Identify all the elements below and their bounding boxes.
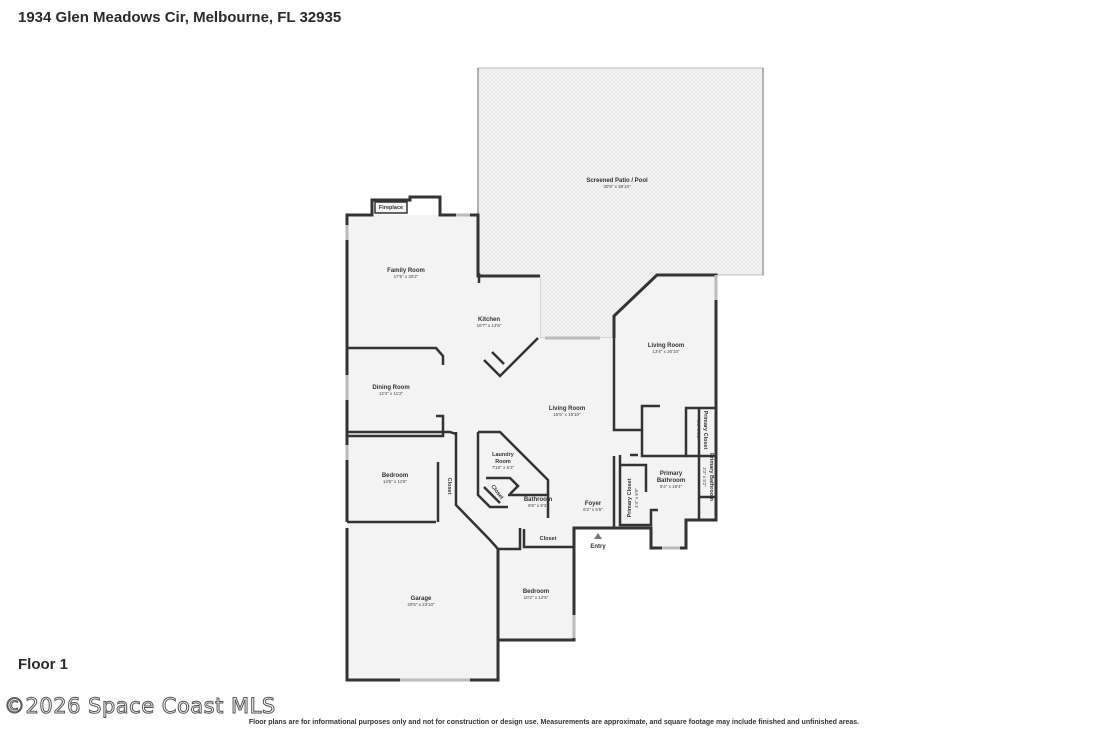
disclaimer: Floor plans are for informational purpos… (248, 719, 860, 726)
primary-closet-left-dim: 4'4" x 6'9" (634, 488, 639, 508)
bedroom-bottom-dim: 10'2" x 12'5" (524, 595, 549, 600)
bedroom-left-label: Bedroom (382, 473, 408, 479)
bedroom-left-dim: 14'6" x 11'6" (383, 479, 408, 484)
primary-closet-right-label: Primary Closet (702, 411, 708, 450)
primary-bathroom-small-dim: 3'3" x 5'2" (702, 467, 707, 487)
laundry-label-line1: Laundry (492, 452, 515, 458)
garage-label: Garage (411, 596, 432, 602)
fireplace-label: Fireplace (379, 205, 403, 211)
bathroom-label: Bathroom (524, 497, 552, 503)
primary-bathroom-label-line2: Bathroom (657, 478, 685, 484)
primary-bathroom-label-line1: Primary (660, 471, 683, 477)
entry-arrow-icon (594, 533, 602, 539)
family-room-label: Family Room (387, 268, 425, 274)
primary-closet-left-label: Primary Closet (627, 478, 633, 517)
primary-bathroom-small-label: Primary Bathroom (708, 453, 714, 501)
kitchen-label: Kitchen (478, 317, 500, 323)
kitchen-dim: 16'7" x 13'6" (477, 323, 502, 328)
primary-bathroom-dim: 9'4" x 19'4" (660, 484, 683, 489)
floor-label: Floor 1 (18, 656, 69, 673)
foyer-label: Foyer (585, 501, 602, 507)
closet-left-label: Closet (446, 478, 452, 495)
patio-dim: 30'9" x 36'10" (603, 184, 631, 189)
foyer-dim: 6'2" x 5'6" (583, 507, 603, 512)
page-title: 1934 Glen Meadows Cir, Melbourne, FL 329… (18, 9, 342, 26)
patio-label: Screened Patio / Pool (586, 178, 648, 184)
living-room-center-dim: 15'5" x 19'10" (553, 412, 581, 417)
garage-dim: 20'5" x 23'10" (407, 602, 435, 607)
watermark: ©2026 Space Coast MLS (4, 694, 276, 719)
laundry-label-line2: Room (495, 459, 511, 465)
primary-closet-right-dim: 3'3" x 8'2" (696, 420, 701, 440)
living-room-center-label: Living Room (549, 406, 585, 412)
interior-walls (347, 273, 716, 551)
interior-floor (347, 215, 716, 680)
dining-room-label: Dining Room (372, 385, 409, 391)
dining-room-dim: 12'4" x 11'2" (379, 391, 404, 396)
bathroom-dim: 8'6" x 8'3" (528, 503, 548, 508)
living-room-right-dim: 13'4" x 20'10" (652, 349, 680, 354)
fireplace (374, 201, 408, 214)
closet-bottom-label: Closet (540, 536, 557, 542)
living-room-right-label: Living Room (648, 343, 684, 349)
entry-label: Entry (590, 544, 606, 550)
family-room-dim: 17'5" x 20'2" (394, 274, 419, 279)
bedroom-bottom-label: Bedroom (523, 589, 549, 595)
laundry-dim: 7'10" x 5'3" (492, 465, 515, 470)
